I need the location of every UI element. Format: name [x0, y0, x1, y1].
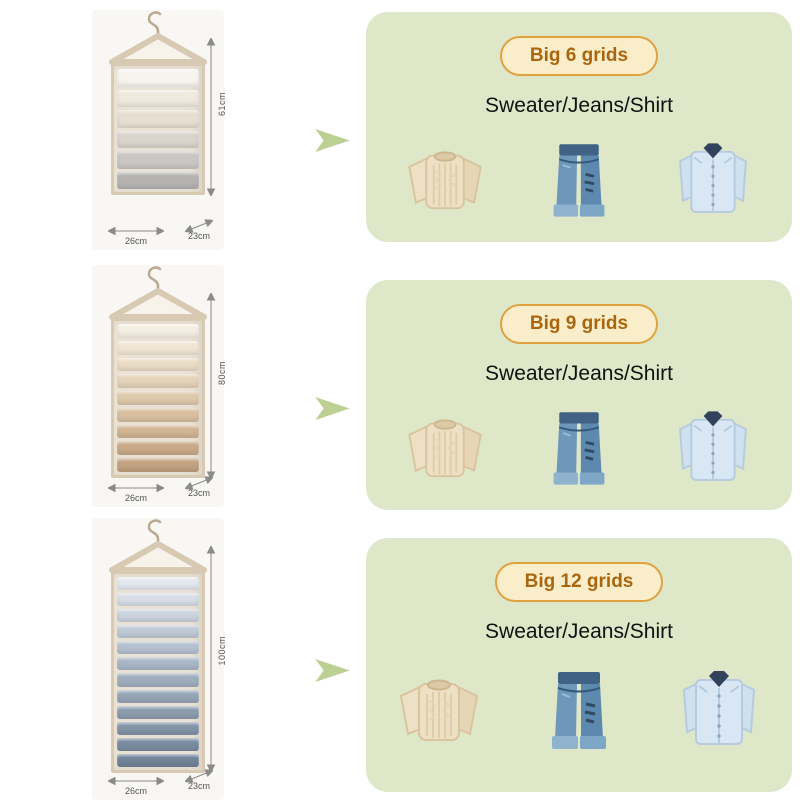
garment-row [366, 400, 792, 496]
folded-clothes-shelf [117, 374, 199, 389]
width-arrow [108, 777, 164, 785]
depth-label: 23cm [187, 781, 210, 791]
organizer-top-triangle [106, 33, 210, 65]
organizer-top-triangle [106, 541, 210, 573]
folded-clothes-shelf [117, 705, 199, 719]
folded-clothes-shelf [117, 625, 199, 639]
depth-arrow [184, 219, 214, 233]
organizer-shelves [111, 318, 205, 478]
right-arrow-icon [314, 396, 352, 421]
jeans-icon [532, 132, 626, 228]
folded-clothes-shelf [117, 110, 199, 128]
shirt-icon [666, 132, 760, 228]
depth-dimension: 23cm [184, 476, 214, 498]
badge-label: Big 9 grids [529, 313, 629, 334]
folded-clothes-shelf [117, 641, 199, 655]
width-label: 26cm [124, 786, 147, 796]
shirt-icon [669, 658, 769, 762]
badge-label: Big 6 grids [529, 45, 629, 66]
folded-clothes-shelf [117, 753, 199, 767]
folded-clothes-shelf [117, 673, 199, 687]
height-dimension-arrow [206, 546, 216, 772]
folded-clothes-shelf [117, 424, 199, 439]
sweater-icon [398, 132, 492, 228]
product-photo-12-grid: 100cm 26cm 23cm [92, 518, 227, 800]
info-panel-6-grids: Big 6 grids Sweater/Jeans/Shirt [366, 12, 792, 242]
garment-row [366, 132, 792, 228]
height-dimension-arrow [206, 293, 216, 479]
organizer-12-grid: 100cm 26cm 23cm [92, 518, 227, 800]
width-label: 26cm [124, 493, 147, 503]
folded-clothes-shelf [117, 689, 199, 703]
depth-dimension: 23cm [184, 219, 214, 241]
organizer-9-grid: 80cm 26cm 23cm [92, 265, 227, 507]
folded-clothes-shelf [117, 324, 199, 338]
sweater-icon [389, 658, 489, 762]
garment-row [366, 658, 792, 762]
width-dimension: 26cm [108, 777, 164, 796]
panel-subtitle: Sweater/Jeans/Shirt [485, 94, 673, 117]
height-label: 80cm [217, 361, 227, 386]
folded-clothes-shelf [117, 657, 199, 671]
width-dimension: 26cm [108, 227, 164, 246]
info-panel-12-grids: Big 12 grids Sweater/Jeans/Shirt [366, 538, 792, 792]
badge-label: Big 12 grids [524, 571, 634, 592]
folded-clothes-shelf [117, 441, 199, 456]
folded-clothes-shelf [117, 737, 199, 751]
depth-label: 23cm [187, 488, 210, 498]
height-label: 100cm [217, 636, 227, 666]
organizer-shelves [111, 571, 205, 773]
organizer-top-triangle [106, 288, 210, 320]
folded-clothes-shelf [117, 458, 199, 473]
folded-clothes-shelf [117, 593, 199, 607]
width-label: 26cm [124, 236, 147, 246]
depth-label: 23cm [187, 231, 210, 241]
right-arrow-icon [314, 658, 352, 683]
jeans-icon [529, 658, 629, 762]
width-arrow [108, 227, 164, 235]
height-label: 61cm [217, 92, 227, 117]
folded-clothes-shelf [117, 151, 199, 169]
folded-clothes-shelf [117, 340, 199, 355]
product-photo-9-grid: 80cm 26cm 23cm [92, 265, 227, 507]
folded-clothes-shelf [117, 609, 199, 623]
grid-count-badge: Big 9 grids [499, 304, 659, 344]
depth-arrow [184, 476, 214, 490]
folded-clothes-shelf [117, 721, 199, 735]
folded-clothes-shelf [117, 130, 199, 148]
folded-clothes-shelf [117, 69, 199, 87]
organizer-6-grid: 61cm 26cm 23cm [92, 10, 227, 250]
width-arrow [108, 484, 164, 492]
grid-count-badge: Big 12 grids [494, 562, 664, 602]
height-dimension-arrow [206, 38, 216, 196]
folded-clothes-shelf [117, 89, 199, 107]
folded-clothes-shelf [117, 357, 199, 372]
right-arrow-icon [314, 128, 352, 153]
width-dimension: 26cm [108, 484, 164, 503]
panel-subtitle: Sweater/Jeans/Shirt [485, 620, 673, 643]
grid-count-badge: Big 6 grids [499, 36, 659, 76]
folded-clothes-shelf [117, 577, 199, 591]
product-photo-6-grid: 61cm 26cm 23cm [92, 10, 227, 250]
depth-arrow [184, 769, 214, 783]
folded-clothes-shelf [117, 171, 199, 189]
sweater-icon [398, 400, 492, 496]
info-panel-9-grids: Big 9 grids Sweater/Jeans/Shirt [366, 280, 792, 510]
panel-subtitle: Sweater/Jeans/Shirt [485, 362, 673, 385]
folded-clothes-shelf [117, 407, 199, 422]
shirt-icon [666, 400, 760, 496]
depth-dimension: 23cm [184, 769, 214, 791]
folded-clothes-shelf [117, 391, 199, 405]
jeans-icon [532, 400, 626, 496]
organizer-shelves [111, 63, 205, 195]
